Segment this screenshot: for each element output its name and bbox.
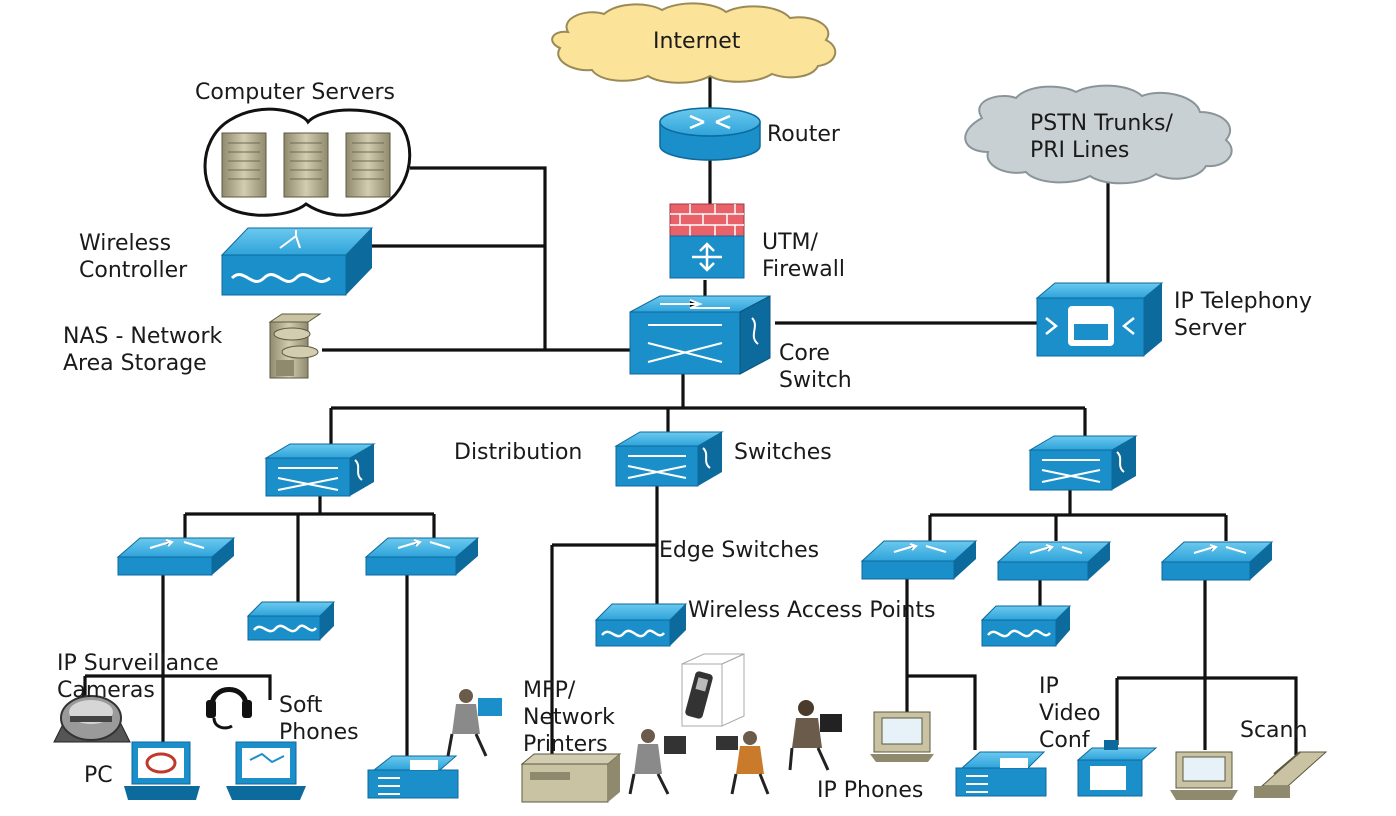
link-redge1-phone xyxy=(907,674,977,750)
mobile-phone-icon xyxy=(681,653,745,727)
worker-at-desk-icon xyxy=(446,689,502,757)
ip-telephony-server-label: IP Telephony Server xyxy=(1174,289,1312,341)
desktop-monitor-icon xyxy=(1170,751,1238,800)
server-icon xyxy=(283,132,329,198)
internet-label: Internet xyxy=(653,29,741,54)
worker-at-desk-icon xyxy=(788,700,842,771)
nas-device xyxy=(268,313,322,379)
distribution-switch-right xyxy=(1028,435,1138,491)
pstn-label: PSTN Trunks/ PRI Lines xyxy=(1030,111,1173,163)
nas-label: NAS - Network Area Storage xyxy=(63,324,223,376)
link-cam xyxy=(85,674,272,700)
computer-servers-group xyxy=(203,107,412,217)
desktop-monitor-icon xyxy=(870,711,934,762)
ip-surveillance-label: IP Surveillance Cameras xyxy=(57,651,219,703)
pc-label: PC xyxy=(84,763,113,788)
worker-at-desk-icon xyxy=(716,731,770,795)
link-servers-bus xyxy=(410,166,547,350)
wireless-access-point xyxy=(246,601,336,641)
wireless-access-point xyxy=(594,603,688,647)
pc-icon xyxy=(124,741,200,800)
edge-switch xyxy=(996,541,1112,581)
wireless-controller-label: Wireless Controller xyxy=(79,231,188,283)
mfp-label: MFP/ Network Printers xyxy=(523,678,615,757)
wireless-controller-device xyxy=(220,227,374,296)
pstn-cloud xyxy=(964,84,1233,185)
video-conference-icon xyxy=(1076,740,1158,797)
firewall-device xyxy=(669,203,745,279)
server-icon xyxy=(221,132,267,198)
ip-telephony-server-device xyxy=(1035,282,1164,357)
distribution-label: Distribution xyxy=(454,440,583,465)
core-switch-label: Core Switch xyxy=(779,341,852,393)
server-icon xyxy=(345,132,391,198)
soft-phones-label: Soft Phones xyxy=(279,693,359,745)
scanner-label: Scann xyxy=(1240,718,1308,743)
edge-switch xyxy=(364,537,480,576)
router-device xyxy=(659,107,761,161)
worker-at-desk-icon xyxy=(628,729,686,795)
core-switch-device xyxy=(629,295,771,375)
printer-icon xyxy=(520,753,622,803)
headset-icon xyxy=(206,687,252,730)
distribution-switch-left xyxy=(264,443,376,497)
wireless-access-point xyxy=(980,605,1072,647)
router-label: Router xyxy=(767,122,840,147)
utm-firewall-label: UTM/ Firewall xyxy=(762,230,845,282)
distribution-switch-middle xyxy=(614,431,724,487)
surveillance-camera-icon xyxy=(53,695,131,743)
ip-video-conf-label: IP Video Conf xyxy=(1039,674,1101,753)
switches-label: Switches xyxy=(734,440,832,465)
internet-cloud xyxy=(551,2,837,84)
ip-phones-label: IP Phones xyxy=(817,778,924,803)
laptop-icon xyxy=(226,741,306,800)
ip-phone-icon xyxy=(367,755,459,799)
edge-switches-label: Edge Switches xyxy=(659,538,820,563)
link-video xyxy=(1117,676,1298,755)
edge-switch xyxy=(1160,541,1274,581)
edge-switch xyxy=(860,540,978,580)
scanner-icon xyxy=(1254,751,1328,798)
edge-switch xyxy=(116,537,236,576)
ip-phone-icon xyxy=(955,751,1047,797)
wireless-access-points-label: Wireless Access Points xyxy=(688,598,936,623)
connection-lines xyxy=(83,70,1298,765)
computer-servers-label: Computer Servers xyxy=(195,80,395,105)
